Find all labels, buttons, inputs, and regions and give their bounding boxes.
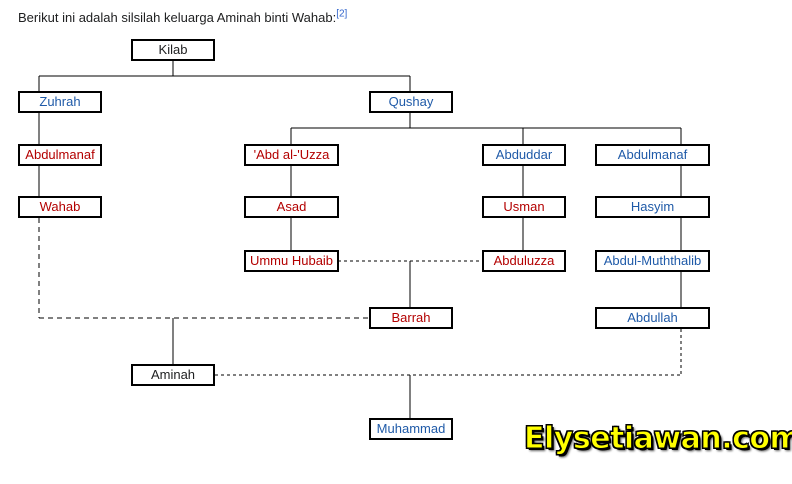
node-abdullah[interactable]: Abdullah bbox=[595, 307, 710, 329]
node-asad[interactable]: Asad bbox=[244, 196, 339, 218]
node-abdul-muththalib[interactable]: Abdul-Muththalib bbox=[595, 250, 710, 272]
node-muhammad[interactable]: Muhammad bbox=[369, 418, 453, 440]
node-qushay[interactable]: Qushay bbox=[369, 91, 453, 113]
node-wahab[interactable]: Wahab bbox=[18, 196, 102, 218]
node-ummu-hubaib[interactable]: Ummu Hubaib bbox=[244, 250, 339, 272]
node-barrah[interactable]: Barrah bbox=[369, 307, 453, 329]
watermark-logo: Elysetiawan.com bbox=[523, 421, 792, 457]
node-abdulmanaf-right[interactable]: Abdulmanaf bbox=[595, 144, 710, 166]
node-aminah: Aminah bbox=[131, 364, 215, 386]
node-zuhrah[interactable]: Zuhrah bbox=[18, 91, 102, 113]
node-abduluzza[interactable]: Abduluzza bbox=[482, 250, 566, 272]
node-abdulmanaf-left[interactable]: Abdulmanaf bbox=[18, 144, 102, 166]
node-kilab: Kilab bbox=[131, 39, 215, 61]
node-abduddar[interactable]: Abduddar bbox=[482, 144, 566, 166]
node-usman[interactable]: Usman bbox=[482, 196, 566, 218]
intro-text: Berikut ini adalah silsilah keluarga Ami… bbox=[18, 8, 348, 25]
node-hasyim[interactable]: Hasyim bbox=[595, 196, 710, 218]
intro-sentence: Berikut ini adalah silsilah keluarga Ami… bbox=[18, 10, 337, 25]
reference-link[interactable]: [2] bbox=[336, 8, 348, 20]
node-abd-al-uzza[interactable]: 'Abd al-'Uzza bbox=[244, 144, 339, 166]
